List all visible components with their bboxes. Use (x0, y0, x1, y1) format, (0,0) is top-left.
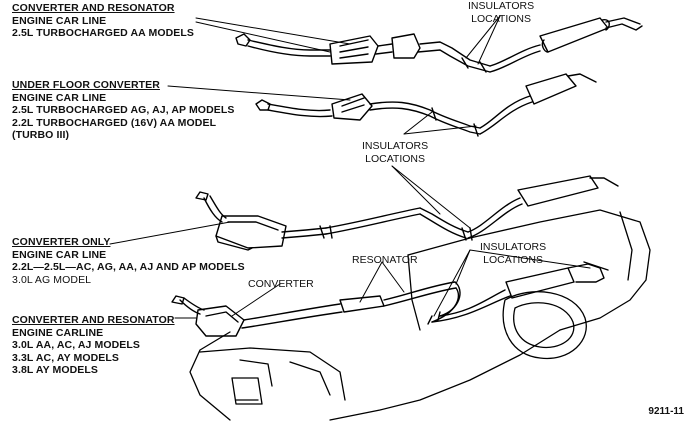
group1-line-2: 2.5L TURBOCHARGED AA MODELS (12, 27, 194, 39)
callout-insulators-2: INSULATORS LOCATIONS (362, 140, 428, 165)
group1-title: CONVERTER AND RESONATOR (12, 2, 175, 14)
exhaust-system-1 (235, 17, 643, 73)
label-group-2: UNDER FLOOR CONVERTER ENGINE CAR LINE 2.… (12, 79, 234, 142)
exhaust-system-3 (195, 175, 619, 251)
callout-resonator: RESONATOR (352, 254, 418, 266)
group2-line-1: ENGINE CAR LINE (12, 91, 107, 104)
exhaust-system-2 (255, 73, 597, 137)
group3-title: CONVERTER ONLY (12, 236, 111, 248)
leader-lines (109, 15, 591, 319)
group1-line-1: ENGINE CAR LINE (12, 14, 107, 27)
exhaust-system-4 (171, 261, 609, 337)
callout-insulators-1: INSULATORS LOCATIONS (468, 0, 534, 25)
figure-number: 9211-11 (648, 406, 684, 417)
vehicle-body-outline (189, 209, 651, 421)
group2-line-4: (TURBO III) (12, 129, 70, 141)
label-group-1: CONVERTER AND RESONATOR ENGINE CAR LINE … (12, 2, 194, 40)
label-group-4: CONVERTER AND RESONATOR ENGINE CARLINE 3… (12, 314, 175, 377)
callout-converter: CONVERTER (248, 278, 314, 290)
group4-line-4: 3.8L AY MODELS (12, 364, 99, 376)
group3-line-2: 2.2L—2.5L—AC, AG, AA, AJ AND AP MODELS (12, 261, 245, 273)
callout-insulators-1-line-1: INSULATORS (468, 0, 535, 12)
group2-line-2: 2.5L TURBOCHARGED AG, AJ, AP MODELS (12, 104, 235, 116)
group4-title: CONVERTER AND RESONATOR (12, 314, 175, 326)
callout-insulators-2-line-1: INSULATORS (362, 140, 429, 152)
group2-line-3: 2.2L TURBOCHARGED (16V) AA MODEL (12, 116, 217, 129)
callout-insulators-3-line-2: LOCATIONS (483, 253, 544, 266)
label-group-3: CONVERTER ONLY ENGINE CAR LINE 2.2L—2.5L… (12, 236, 245, 286)
group4-line-2: 3.0L AA, AC, AJ MODELS (12, 339, 141, 351)
group4-line-3: 3.3L AC, AY MODELS (12, 351, 120, 364)
group2-title: UNDER FLOOR CONVERTER (12, 79, 160, 91)
group4-line-1: ENGINE CARLINE (12, 326, 104, 339)
group3-note: 3.0L AG MODEL (12, 273, 92, 286)
callout-insulators-3-line-1: INSULATORS (480, 241, 547, 253)
callout-insulators-1-line-2: LOCATIONS (471, 12, 532, 25)
callout-insulators-2-line-2: LOCATIONS (365, 152, 426, 165)
group3-line-1: ENGINE CAR LINE (12, 248, 107, 261)
callout-insulators-3: INSULATORS LOCATIONS (480, 241, 546, 266)
